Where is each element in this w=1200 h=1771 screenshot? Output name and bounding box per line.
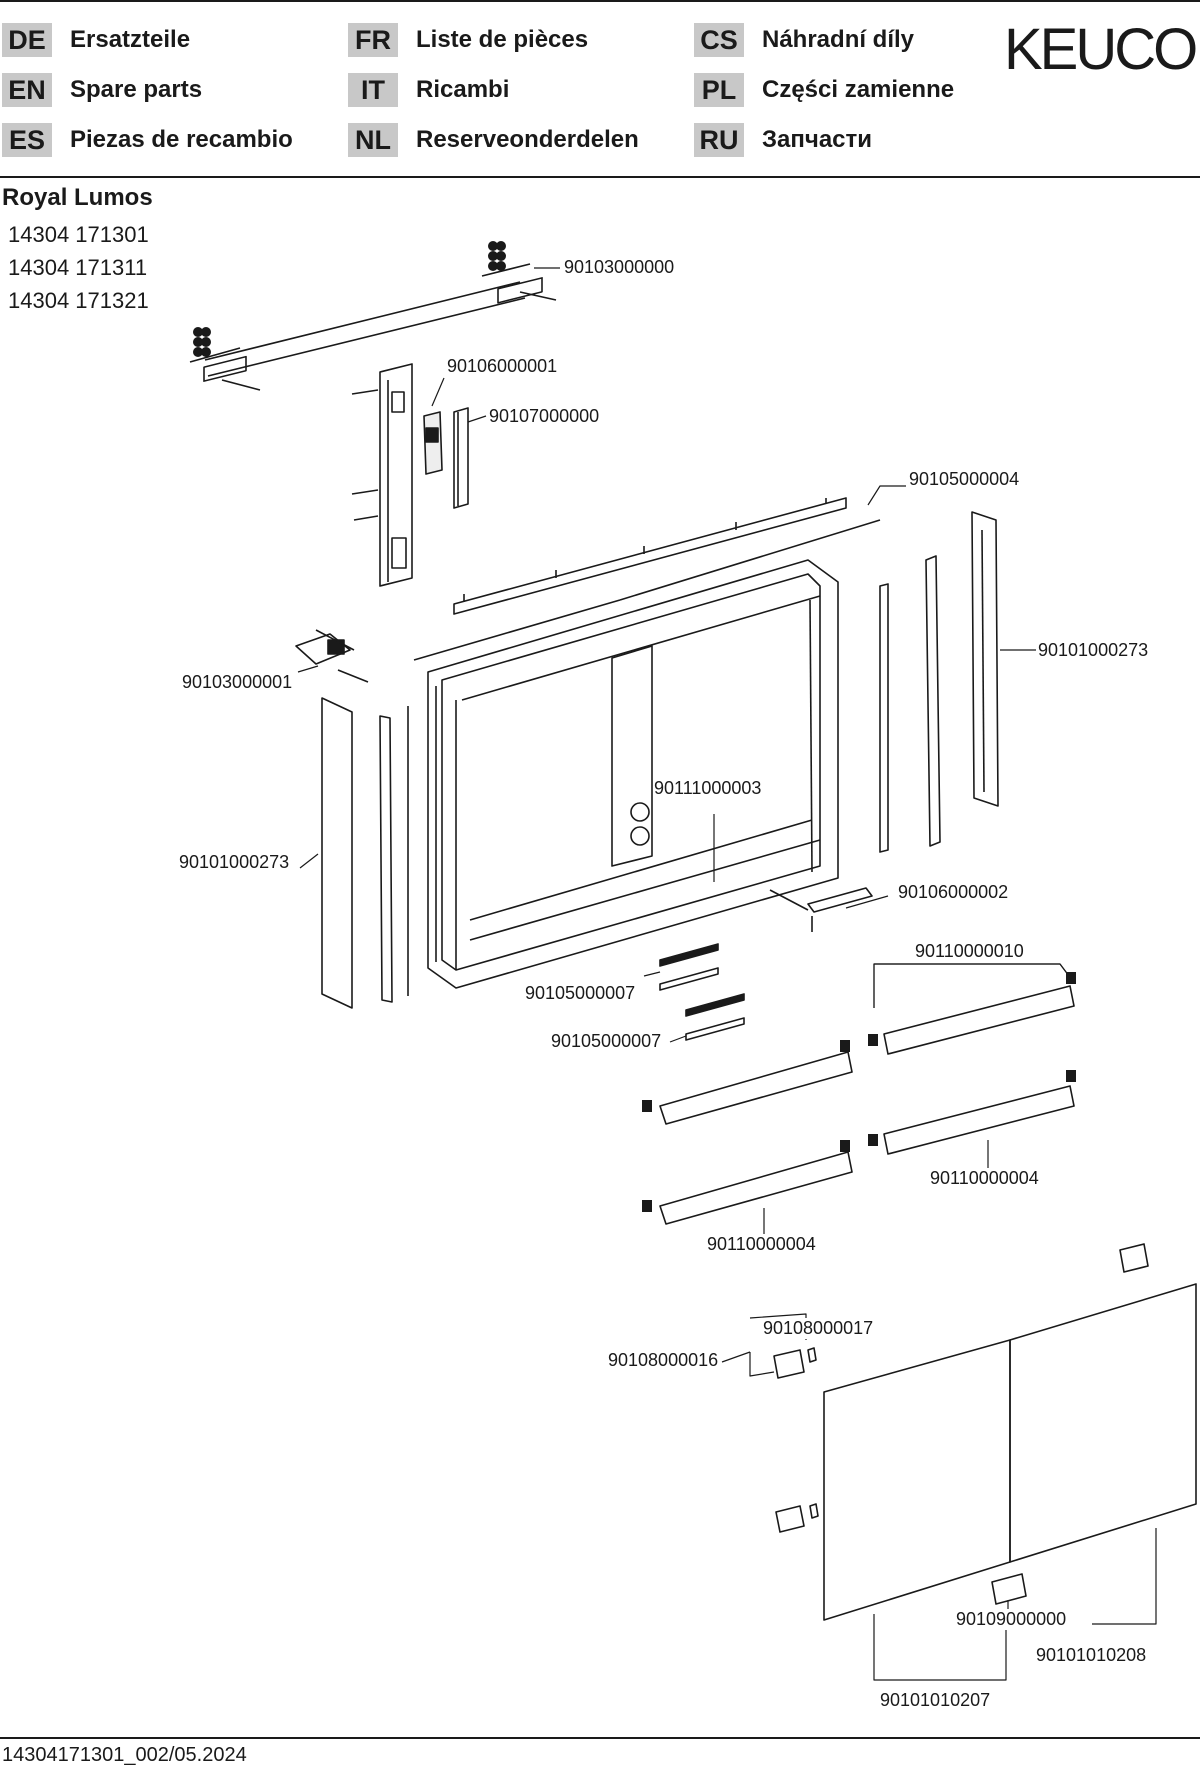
lang-name: Ersatzteile (70, 26, 191, 53)
lang-nl: NL Reserveonderdelen (348, 123, 639, 157)
lang-code: CS (694, 23, 744, 57)
lang-name: Reserveonderdelen (416, 126, 639, 153)
brand-logo: KEUCO (1004, 17, 1198, 82)
article-number: 14304 171301 (8, 222, 149, 247)
lang-es: ES Piezas de recambio (2, 123, 293, 157)
left-bracket (295, 629, 369, 683)
lang-code: DE (2, 23, 52, 57)
part-label: 90108000016 (607, 1350, 720, 1371)
lang-name: Liste de pièces (416, 26, 589, 53)
mirror-doors (823, 1283, 1197, 1621)
lang-code: PL (694, 73, 744, 107)
lang-code: ES (2, 123, 52, 157)
part-label: 90106000001 (446, 356, 559, 377)
lang-en: EN Spare parts (2, 73, 202, 107)
cabinet-body (413, 519, 881, 989)
part-label: 90108000017 (762, 1318, 875, 1339)
part-label: 90103000001 (181, 672, 294, 693)
part-label: 90103000000 (563, 257, 676, 278)
right-side-profiles (879, 511, 999, 853)
lang-pl: PL Części zamienne (694, 73, 954, 107)
document-code: 14304171301_002/05.2024 (2, 1744, 247, 1766)
footer-rule (0, 1737, 1200, 1739)
part-label: 90110000010 (914, 941, 1025, 962)
top-mounting-rail (189, 241, 557, 391)
part-label: 90109000000 (955, 1609, 1068, 1630)
part-label: 90101000273 (1037, 640, 1150, 661)
hinges (773, 1243, 1149, 1533)
lang-code: IT (348, 73, 398, 107)
left-side-profiles (321, 697, 409, 1009)
driver-module (423, 411, 443, 475)
article-number: 14304 171321 (8, 288, 149, 313)
lang-name: Запчасти (762, 126, 873, 153)
lang-fr: FR Liste de pièces (348, 23, 588, 57)
top-led-strip (453, 497, 847, 615)
electrical-panel (351, 363, 413, 587)
leader-lines (297, 267, 1157, 1681)
part-label: 90101010208 (1035, 1645, 1148, 1666)
lang-name: Spare parts (70, 76, 203, 103)
part-label: 90110000004 (929, 1168, 1040, 1189)
lang-ru: RU Запчасти (694, 123, 872, 157)
lang-code: EN (2, 73, 52, 107)
part-label: 90111000003 (653, 778, 763, 799)
lang-it: IT Ricambi (348, 73, 509, 107)
lang-name: Części zamienne (762, 76, 955, 103)
lang-code: NL (348, 123, 398, 157)
lang-de: DE Ersatzteile (2, 23, 190, 57)
header-rule (0, 176, 1200, 178)
part-label: 90105000007 (550, 1031, 663, 1052)
lang-code: RU (694, 123, 744, 157)
lang-name: Náhradní díly (762, 26, 915, 53)
lang-code: FR (348, 23, 398, 57)
part-label: 90101000273 (178, 852, 291, 873)
part-label: 90110000004 (706, 1234, 817, 1255)
bottom-profiles (659, 943, 745, 1041)
part-label: 90105000004 (908, 469, 1021, 490)
product-title: Royal Lumos (2, 184, 153, 211)
part-label: 90106000002 (897, 882, 1010, 903)
article-number: 14304 171311 (8, 255, 148, 280)
bottom-led-module (769, 887, 873, 932)
part-label: 90107000000 (488, 406, 601, 427)
lang-name: Piezas de recambio (70, 126, 293, 153)
lang-name: Ricambi (416, 76, 510, 103)
top-rule (0, 0, 1200, 2)
part-label: 90105000007 (524, 983, 637, 1004)
cover-profile (453, 407, 469, 509)
lang-cs: CS Náhradní díly (694, 23, 914, 57)
part-label: 90101010207 (879, 1690, 992, 1711)
